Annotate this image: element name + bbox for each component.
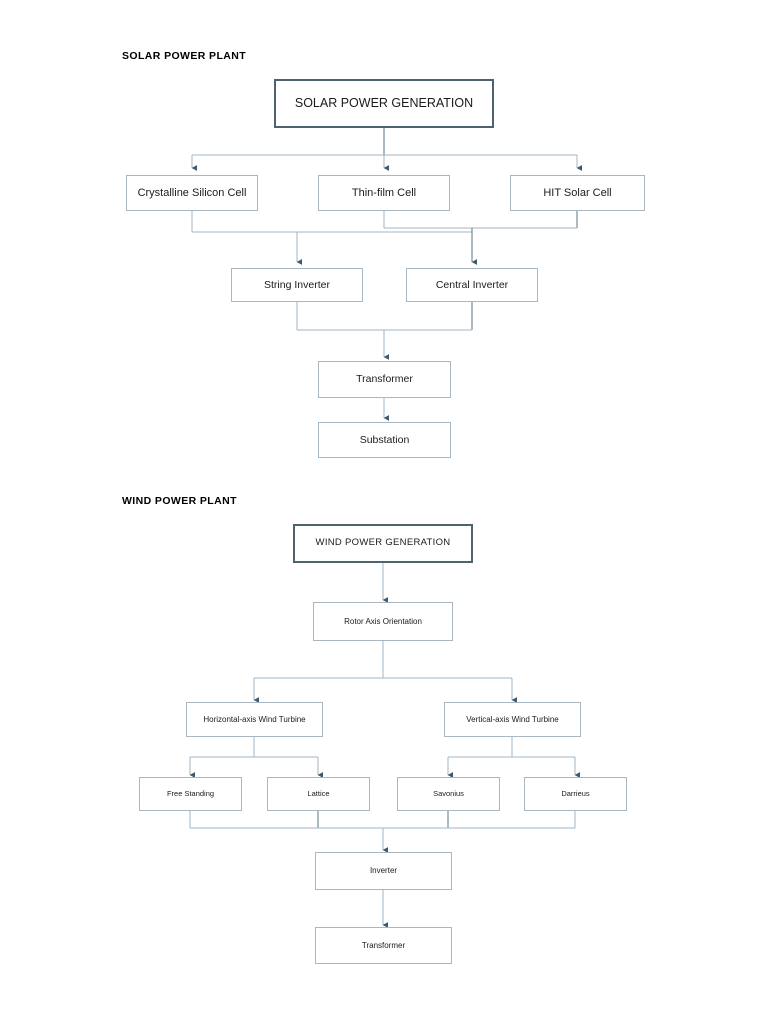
section-title-wind: WIND POWER PLANT bbox=[122, 495, 237, 507]
node-savonius[interactable]: Savonius bbox=[397, 777, 500, 811]
node-central-inverter[interactable]: Central Inverter bbox=[406, 268, 538, 302]
node-crystalline-silicon-cell[interactable]: Crystalline Silicon Cell bbox=[126, 175, 258, 211]
node-thin-film-cell[interactable]: Thin-film Cell bbox=[318, 175, 450, 211]
node-free-standing[interactable]: Free Standing bbox=[139, 777, 242, 811]
node-wind-transformer[interactable]: Transformer bbox=[315, 927, 452, 964]
node-hit-solar-cell[interactable]: HIT Solar Cell bbox=[510, 175, 645, 211]
node-rotor-axis-orientation[interactable]: Rotor Axis Orientation bbox=[313, 602, 453, 641]
node-wind-inverter[interactable]: Inverter bbox=[315, 852, 452, 890]
section-title-solar: SOLAR POWER PLANT bbox=[122, 50, 247, 62]
node-solar-transformer[interactable]: Transformer bbox=[318, 361, 451, 398]
node-solar-power-generation[interactable]: SOLAR POWER GENERATION bbox=[274, 79, 494, 128]
node-string-inverter[interactable]: String Inverter bbox=[231, 268, 363, 302]
node-horizontal-axis-wind-turbine[interactable]: Horizontal-axis Wind Turbine bbox=[186, 702, 323, 737]
node-lattice[interactable]: Lattice bbox=[267, 777, 370, 811]
node-wind-power-generation[interactable]: WIND POWER GENERATION bbox=[293, 524, 473, 563]
node-vertical-axis-wind-turbine[interactable]: Vertical-axis Wind Turbine bbox=[444, 702, 581, 737]
node-darrieus[interactable]: Darrieus bbox=[524, 777, 627, 811]
node-substation[interactable]: Substation bbox=[318, 422, 451, 458]
